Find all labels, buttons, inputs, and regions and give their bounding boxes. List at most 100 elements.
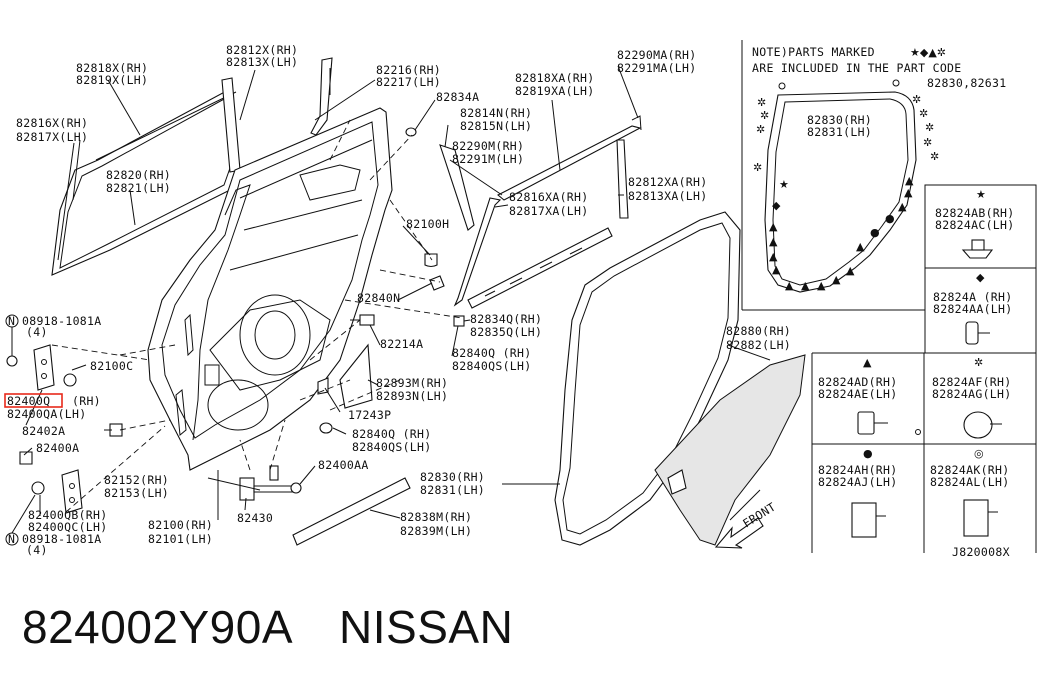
label-82819X: 82819X(LH) bbox=[76, 73, 148, 87]
strip-82818XA bbox=[497, 125, 642, 201]
label-82893N: 82893N(LH) bbox=[376, 389, 448, 403]
label-82400Q: 82400Q bbox=[7, 394, 50, 408]
label-82290M: 82290M(RH) bbox=[452, 139, 524, 153]
grid-label-82824AH: 82824AH(RH) bbox=[818, 463, 897, 477]
svg-text:★: ★ bbox=[779, 178, 789, 191]
label-82400QC: 82400QC(LH) bbox=[28, 520, 107, 534]
label-82816X: 82816X(RH) bbox=[16, 116, 88, 130]
clip-82840N bbox=[429, 275, 445, 291]
label-82834Q: 82834Q(RH) bbox=[470, 312, 542, 326]
clip-grid: ★ 82824AB(RH) 82824AC(LH) ◆ 82824A (RH) … bbox=[818, 188, 1014, 538]
clip-82840Q-b bbox=[319, 422, 333, 434]
label-82402A: 82402A bbox=[22, 424, 65, 438]
caption-brand: NISSAN bbox=[339, 601, 514, 653]
label-82821: 82821(LH) bbox=[106, 181, 171, 195]
label-82813XA: 82813XA(LH) bbox=[628, 189, 707, 203]
bolt-82400AA bbox=[290, 482, 302, 494]
hinge-82400Q bbox=[6, 344, 77, 391]
label-82817X: 82817X(LH) bbox=[16, 130, 88, 144]
front-arrow-icon bbox=[714, 517, 764, 549]
strip-82834Q bbox=[467, 227, 613, 309]
svg-text:▲: ▲ bbox=[904, 186, 913, 199]
leader-lines bbox=[11, 65, 771, 534]
label-82291M: 82291M(LH) bbox=[452, 152, 524, 166]
svg-text:✲: ✲ bbox=[923, 136, 932, 149]
label-82818XA: 82818XA(RH) bbox=[515, 71, 594, 85]
label-82400QA: 82400QA(LH) bbox=[7, 407, 86, 421]
label-82839M: 82839M(LH) bbox=[400, 524, 472, 538]
svg-text:▲: ▲ bbox=[898, 200, 907, 213]
grid-label-82824AB: 82824AB(RH) bbox=[935, 206, 1014, 220]
label-08918-b: 08918-1081A bbox=[22, 532, 101, 546]
callout-n-icon-a bbox=[5, 314, 19, 328]
grid-label-82824AG: 82824AG(LH) bbox=[932, 387, 1011, 401]
highlight-82400Q bbox=[4, 393, 63, 408]
sash-82816XA bbox=[453, 197, 502, 307]
label-82100H: 82100H bbox=[406, 217, 449, 231]
svg-text:●: ● bbox=[885, 212, 895, 225]
note-symbols: ★◆▲✲ bbox=[910, 46, 946, 59]
label-82893M: 82893M(RH) bbox=[376, 376, 448, 390]
grid-label-82824AK: 82824AK(RH) bbox=[930, 463, 1009, 477]
svg-text:▲: ▲ bbox=[772, 263, 781, 276]
label-82813X: 82813X(LH) bbox=[226, 55, 298, 69]
label-82290MA: 82290MA(RH) bbox=[617, 48, 696, 62]
svg-text:✲: ✲ bbox=[756, 123, 765, 136]
label-08918-a-qty: (4) bbox=[26, 325, 48, 339]
label-82840Q-a: 82840Q (RH) bbox=[452, 346, 531, 360]
svg-text:▲: ▲ bbox=[801, 279, 810, 292]
svg-text:▲: ▲ bbox=[817, 279, 826, 292]
label-82400AA: 82400AA bbox=[318, 458, 369, 472]
label-82834A: 82834A bbox=[436, 90, 479, 104]
svg-text:▲: ▲ bbox=[846, 264, 855, 277]
svg-text:▲: ▲ bbox=[769, 220, 778, 233]
grid-label-82824A: 82824A (RH) bbox=[933, 290, 1012, 304]
label-82400A: 82400A bbox=[36, 441, 79, 455]
label-82882: 82882(LH) bbox=[726, 338, 791, 352]
callout-n-icon-b bbox=[5, 532, 19, 546]
label-82820: 82820(RH) bbox=[106, 168, 171, 182]
svg-text:✲: ✲ bbox=[912, 93, 921, 106]
strip-82838M bbox=[292, 477, 411, 546]
grid-label-82824AL: 82824AL(LH) bbox=[930, 475, 1009, 489]
label-82814N: 82814N(RH) bbox=[460, 106, 532, 120]
callout-n-a: N bbox=[8, 314, 15, 328]
svg-text:▲: ▲ bbox=[785, 279, 794, 292]
label-82816XA: 82816XA(RH) bbox=[509, 190, 588, 204]
label-82152: 82152(RH) bbox=[104, 473, 169, 487]
grid-label-82824AA: 82824AA(LH) bbox=[933, 302, 1012, 316]
grid-label-82824AE: 82824AE(LH) bbox=[818, 387, 897, 401]
label-82840QS-a: 82840QS(LH) bbox=[452, 359, 531, 373]
diagram-code: J820008X bbox=[952, 545, 1010, 559]
grid-label-82824AF: 82824AF(RH) bbox=[932, 375, 1011, 389]
label-82812X: 82812X(RH) bbox=[226, 43, 298, 57]
note-codes: 82830,82631 bbox=[927, 76, 1006, 90]
channel-82812X bbox=[310, 57, 333, 136]
note-line2: ARE INCLUDED IN THE PART CODE bbox=[752, 61, 961, 75]
label-82291MA: 82291MA(LH) bbox=[617, 61, 696, 75]
label-82838M: 82838M(RH) bbox=[400, 510, 472, 524]
door-shell bbox=[147, 107, 393, 471]
label-82101: 82101(LH) bbox=[148, 532, 213, 546]
label-82840QS-b: 82840QS(LH) bbox=[352, 440, 431, 454]
label-82880: 82880(RH) bbox=[726, 324, 791, 338]
grid-label-82824AJ: 82824AJ(LH) bbox=[818, 475, 897, 489]
svg-text:▲: ▲ bbox=[769, 235, 778, 248]
label-08918-b-qty: (4) bbox=[26, 543, 48, 557]
part-labels: 82818X(RH) 82819X(LH) 82812X(RH) 82813X(… bbox=[4, 43, 791, 557]
strip-82814N bbox=[439, 144, 475, 231]
svg-text:✲: ✲ bbox=[925, 121, 934, 134]
label-82100C: 82100C bbox=[90, 359, 133, 373]
grommet-82834A bbox=[405, 127, 417, 137]
label-82216: 82216(RH) bbox=[376, 63, 441, 77]
grid-ring-icon: ◎ bbox=[974, 447, 984, 460]
label-82400Q-rh: (RH) bbox=[72, 394, 101, 408]
label-82831-inset: 82831(LH) bbox=[807, 125, 872, 139]
svg-text:▲: ▲ bbox=[905, 174, 914, 187]
label-82812XA: 82812XA(RH) bbox=[628, 175, 707, 189]
label-82830-inset: 82830(RH) bbox=[807, 113, 872, 127]
grid-triangle-icon: ▲ bbox=[863, 356, 872, 369]
inset-weatherstrip: ✲✲✲✲ ✲✲✲✲✲ ★ ◆ ▲▲▲ ●●▲ ▲▲▲▲ ▲▲▲▲▲ bbox=[753, 79, 939, 293]
